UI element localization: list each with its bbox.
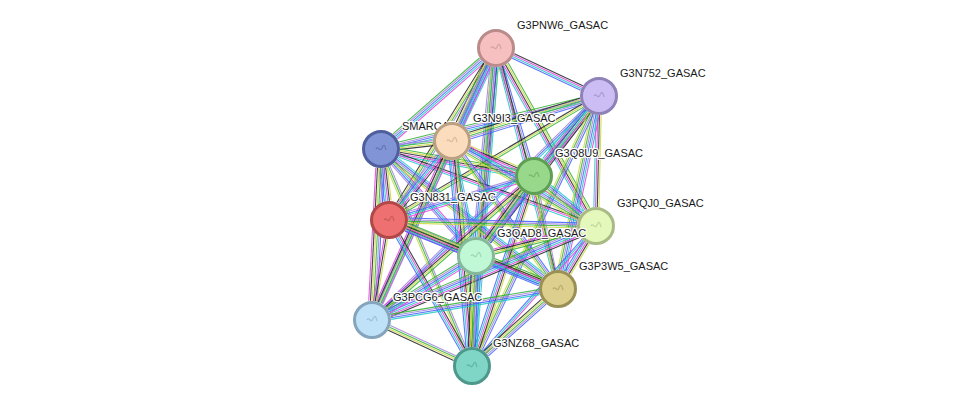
- evidence-line: [393, 58, 479, 134]
- evidence-line: [374, 238, 385, 301]
- evidence-line: [399, 98, 580, 142]
- protein-node: G3Q8U9_GASAC: [515, 157, 553, 195]
- protein-node: G3NZ68_GASAC: [453, 347, 491, 385]
- structure-glyph: [470, 251, 482, 261]
- structure-glyph: [593, 91, 605, 101]
- interaction-edge: [388, 326, 456, 361]
- structure-glyph: [375, 144, 387, 154]
- structure-glyph: [528, 171, 540, 181]
- evidence-line: [514, 54, 583, 86]
- evidence-line: [388, 229, 577, 308]
- interaction-edge: [408, 218, 577, 228]
- interaction-edge: [406, 179, 516, 217]
- protein-node: G3PCG6_GASAC: [353, 301, 391, 339]
- interaction-edge: [384, 108, 586, 308]
- interaction-edge: [512, 54, 583, 91]
- evidence-line: [464, 156, 548, 273]
- structure-glyph: [446, 136, 458, 146]
- evidence-line: [400, 146, 433, 150]
- evidence-line: [467, 153, 578, 219]
- node-label: G3QAD8_GASAC: [497, 227, 586, 240]
- protein-node: G3PNW6_GASAC: [477, 29, 515, 67]
- evidence-line: [548, 189, 580, 215]
- evidence-line: [564, 115, 597, 271]
- interaction-edge: [547, 185, 584, 216]
- structure-glyph: [383, 215, 395, 225]
- protein-node: G3P3W5_GASAC: [539, 270, 577, 308]
- structure-glyph: [366, 315, 378, 325]
- structure-glyph: [466, 361, 478, 371]
- evidence-line: [391, 237, 580, 316]
- evidence-line: [406, 179, 515, 212]
- evidence-line: [493, 264, 540, 283]
- evidence-line: [495, 261, 542, 280]
- evidence-line: [513, 57, 582, 89]
- protein-node: G3QAD8_GASAC: [457, 237, 495, 275]
- node-label: G3P3W5_GASAC: [579, 260, 668, 273]
- node-label: G3N9I3_GASAC: [473, 112, 556, 125]
- structure-glyph: [590, 221, 602, 231]
- evidence-line: [466, 154, 577, 220]
- interaction-edge: [400, 141, 434, 150]
- evidence-line: [514, 55, 583, 87]
- structure-glyph: [490, 43, 502, 53]
- node-label: G3Q8U9_GASAC: [555, 147, 643, 160]
- evidence-line: [483, 239, 582, 351]
- node-label: G3N831_GASAC: [410, 191, 496, 204]
- evidence-line: [547, 191, 579, 217]
- evidence-line: [549, 188, 581, 214]
- evidence-line: [390, 290, 539, 315]
- node-label: G3PCG6_GASAC: [393, 291, 482, 304]
- evidence-line: [390, 326, 455, 356]
- node-label: G3PQJ0_GASAC: [617, 197, 704, 210]
- evidence-line: [375, 239, 386, 302]
- evidence-line: [408, 184, 517, 217]
- evidence-line: [388, 266, 460, 310]
- node-label: G3N752_GASAC: [620, 67, 706, 80]
- evidence-line: [493, 265, 540, 284]
- protein-node: G3N831_GASAC: [370, 201, 408, 239]
- evidence-line: [391, 236, 580, 315]
- interaction-edge: [399, 98, 581, 147]
- interaction-edge: [493, 261, 542, 285]
- evidence-line: [369, 168, 376, 301]
- node-label: G3NZ68_GASAC: [493, 337, 579, 350]
- evidence-line: [391, 291, 540, 316]
- evidence-line: [468, 275, 471, 347]
- evidence-line: [387, 111, 587, 308]
- interaction-edge: [374, 238, 388, 301]
- node-label: G3PNW6_GASAC: [517, 19, 608, 32]
- protein-node: G3N9I3_GASAC: [433, 122, 471, 160]
- evidence-line: [388, 330, 453, 360]
- interaction-edge: [390, 290, 539, 320]
- protein-node: SMARCA5: [362, 130, 400, 168]
- interaction-edge: [386, 263, 461, 313]
- evidence-line: [389, 329, 454, 359]
- evidence-line: [494, 262, 541, 281]
- evidence-line: [512, 58, 581, 90]
- evidence-line: [550, 187, 582, 213]
- protein-node: G3N752_GASAC: [580, 77, 618, 115]
- evidence-line: [390, 327, 455, 357]
- protein-node: G3PQJ0_GASAC: [577, 207, 615, 245]
- structure-glyph: [552, 284, 564, 294]
- evidence-line: [389, 233, 578, 312]
- interaction-edge: [468, 275, 479, 347]
- evidence-line: [390, 234, 579, 313]
